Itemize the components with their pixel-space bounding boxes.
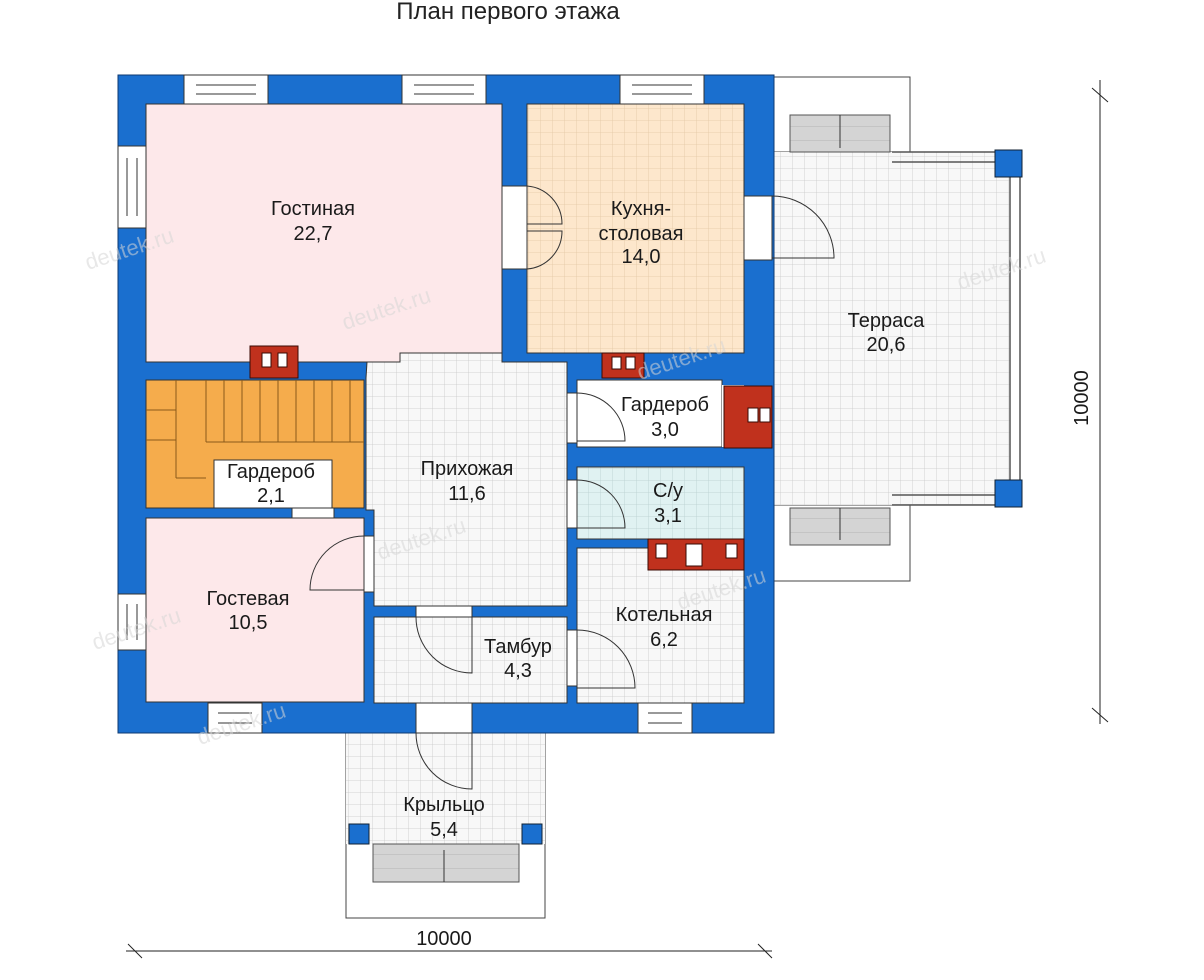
- terrace-area: 20,6: [867, 334, 906, 356]
- room-labels: Гостиная 22,7 Кухня- столовая 14,0 Терра…: [206, 198, 925, 841]
- rooms: [145, 103, 745, 704]
- closet2-name: Гардероб: [621, 394, 709, 416]
- closet1-area: 2,1: [257, 485, 285, 507]
- doors: [291, 185, 835, 790]
- chimneys: [249, 345, 773, 571]
- boiler-area: 6,2: [650, 629, 678, 651]
- dimension-width: [126, 943, 773, 959]
- width-dimension-label: 10000: [416, 928, 472, 950]
- windows: [117, 74, 705, 734]
- living-room-area: 22,7: [294, 223, 333, 245]
- staircase: [146, 380, 364, 479]
- kitchen-name-line1: Кухня-: [611, 198, 671, 220]
- bath-area: 3,1: [654, 505, 682, 527]
- vestibule-area: 4,3: [504, 660, 532, 682]
- hall-area: 11,6: [448, 483, 485, 505]
- living-room-name: Гостиная: [271, 198, 355, 220]
- plan-title: План первого этажа: [396, 0, 620, 25]
- porch-name: Крыльцо: [403, 794, 485, 816]
- porch-area: 5,4: [430, 819, 458, 841]
- kitchen-name-line2: столовая: [599, 223, 684, 245]
- closet2-area: 3,0: [651, 419, 679, 441]
- bath-name: С/у: [653, 480, 683, 502]
- boiler-name: Котельная: [616, 604, 713, 626]
- height-dimension-label: 10000: [1071, 370, 1093, 426]
- kitchen-area: 14,0: [622, 246, 661, 268]
- porch: [345, 731, 546, 919]
- hall-name: Прихожая: [421, 458, 514, 480]
- vestibule-name: Тамбур: [484, 636, 552, 658]
- dimension-height: [1091, 80, 1109, 724]
- guest-area: 10,5: [229, 612, 268, 634]
- guest-name: Гостевая: [206, 588, 289, 610]
- closet1-name: Гардероб: [227, 461, 315, 483]
- terrace-name: Терраса: [848, 310, 926, 332]
